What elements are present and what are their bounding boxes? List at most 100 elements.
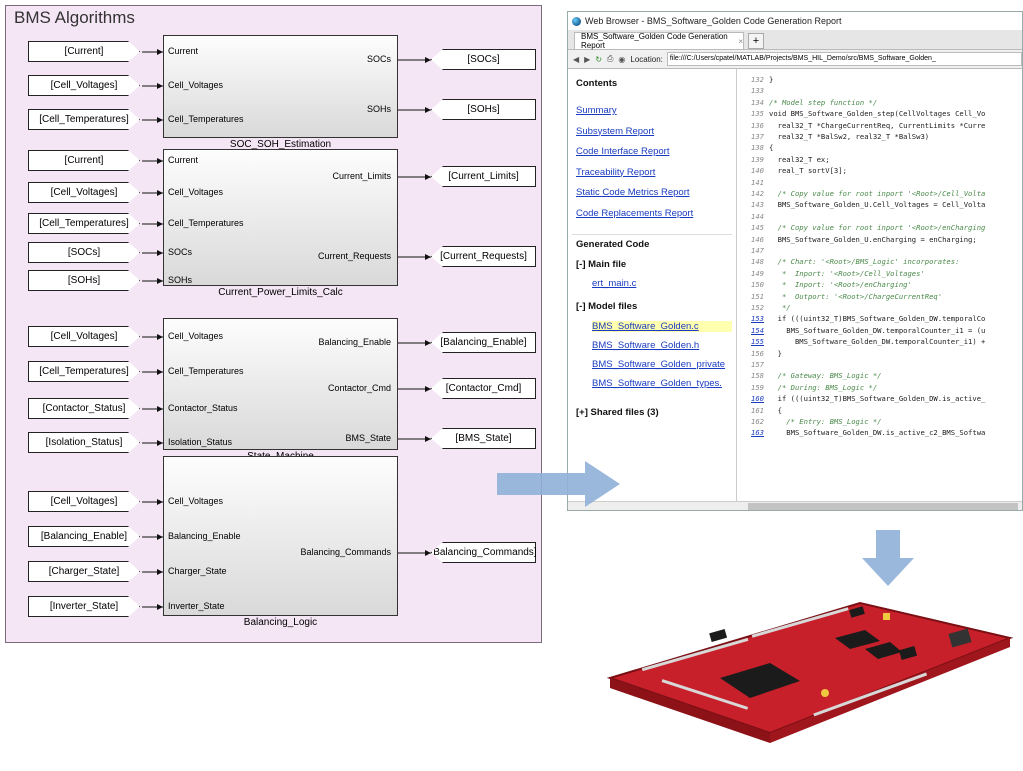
location-input[interactable]: file:///C:/Users/cpatel/MATLAB/Projects/… xyxy=(666,52,1022,66)
goto-from-tag[interactable]: [Cell_Temperatures] xyxy=(28,361,140,382)
arrowhead xyxy=(157,49,163,55)
input-port-label: Contactor_Status xyxy=(168,403,238,413)
line-number: 136 xyxy=(751,120,764,130)
tab-report[interactable]: BMS_Software_Golden Code Generation Repo… xyxy=(574,32,744,50)
line-number: 146 xyxy=(751,234,764,244)
arrowhead xyxy=(157,117,163,123)
goto-from-tag[interactable]: [Cell_Voltages] xyxy=(28,491,140,512)
arrowhead xyxy=(425,436,431,442)
block-name: Balancing_Logic xyxy=(243,617,318,628)
main-file-label[interactable]: [-] Main file xyxy=(576,259,627,270)
code-line: 163 BMS_Software_Golden_DW.is_active_c2_… xyxy=(738,428,985,439)
report-link[interactable]: Code Replacements Report xyxy=(576,207,694,219)
model-file-link[interactable]: BMS_Software_Golden.h xyxy=(592,340,700,351)
goto-from-tag[interactable]: [Inverter_State] xyxy=(28,596,140,617)
print-icon[interactable]: ⎙ xyxy=(607,54,614,63)
goto-tag[interactable]: [BMS_State] xyxy=(431,428,536,449)
line-number[interactable]: 160 xyxy=(751,394,764,404)
line-number[interactable]: 154 xyxy=(751,325,764,335)
goto-from-tag[interactable]: [SOHs] xyxy=(28,270,140,291)
line-number: 150 xyxy=(751,280,764,290)
line-number[interactable]: 163 xyxy=(751,428,764,438)
input-port-label: Inverter_State xyxy=(168,601,225,611)
line-number: 135 xyxy=(751,109,764,119)
goto-from-tag[interactable]: [Contactor_Status] xyxy=(28,398,140,419)
model-file-link[interactable]: BMS_Software_Golden_types. xyxy=(592,378,722,389)
input-port-label: Balancing_Enable xyxy=(168,531,241,541)
forward-icon[interactable]: ▶ xyxy=(584,54,591,64)
output-port-label: Balancing_Enable xyxy=(318,337,391,347)
code-line: 132} xyxy=(738,75,773,86)
subsystem-block[interactable] xyxy=(163,456,398,616)
report-link[interactable]: Subsystem Report xyxy=(576,125,655,137)
code-line: 150 * Inport: '<Root>/enCharging' xyxy=(738,280,912,291)
line-number: 158 xyxy=(751,371,764,381)
scrollbar-thumb[interactable] xyxy=(748,503,1018,510)
arrowhead xyxy=(157,83,163,89)
goto-tag[interactable]: [Balancing_Commands] xyxy=(431,542,536,563)
horizontal-scrollbar[interactable] xyxy=(568,501,1022,510)
close-icon[interactable]: × xyxy=(738,36,743,46)
goto-from-tag[interactable]: [Cell_Voltages] xyxy=(28,75,140,96)
report-link[interactable]: Summary xyxy=(576,105,617,116)
input-port-label: Cell_Voltages xyxy=(168,496,224,506)
code-line: 154 BMS_Software_Golden_DW.temporalCount… xyxy=(738,326,985,337)
line-number: 157 xyxy=(751,360,764,369)
model-file-link[interactable]: BMS_Software_Golden_private xyxy=(592,359,726,370)
goto-from-tag[interactable]: [Cell_Voltages] xyxy=(28,182,140,203)
line-number[interactable]: 153 xyxy=(751,314,764,324)
goto-from-tag[interactable]: [SOCs] xyxy=(28,242,140,263)
model-file-link[interactable]: BMS_Software_Golden.c xyxy=(592,321,732,332)
signal-wires xyxy=(142,49,431,610)
output-port-label: SOHs xyxy=(366,104,391,114)
code-text: { xyxy=(769,143,774,153)
goto-from-tag[interactable]: [Cell_Temperatures] xyxy=(28,109,140,130)
code-line: 152 */ xyxy=(738,303,791,314)
location-label: Location: xyxy=(630,54,663,64)
refresh-icon[interactable]: ↻ xyxy=(595,54,603,64)
find-icon[interactable]: ◉ xyxy=(618,54,626,64)
goto-from-tag[interactable]: [Charger_State] xyxy=(28,561,140,582)
subsystem-block[interactable] xyxy=(163,318,398,450)
new-tab-button[interactable]: + xyxy=(748,33,764,49)
subsystem-block[interactable] xyxy=(163,149,398,286)
shared-files-label[interactable]: [+] Shared files (3) xyxy=(576,407,659,418)
block-name: SOC_SOH_Estimation xyxy=(229,139,332,150)
line-number: 147 xyxy=(751,246,764,255)
line-number: 144 xyxy=(751,211,764,221)
model-files-label[interactable]: [-] Model files xyxy=(576,301,638,312)
goto-from-tag[interactable]: [Balancing_Enable] xyxy=(28,526,140,547)
code-text: /* Model step function */ xyxy=(769,97,878,107)
goto-tag[interactable]: [Balancing_Enable] xyxy=(431,332,536,353)
report-link[interactable]: Traceability Report xyxy=(576,166,656,178)
goto-from-tag[interactable]: [Current] xyxy=(28,150,140,171)
line-number: 152 xyxy=(751,303,764,312)
report-link[interactable]: Code Interface Report xyxy=(576,146,670,157)
line-number: 137 xyxy=(751,132,764,141)
main-file-link[interactable]: ert_main.c xyxy=(592,278,637,289)
code-line: 153 if (((uint32_T)BMS_Software_Golden_D… xyxy=(738,314,985,325)
subsystem-block[interactable] xyxy=(163,35,398,138)
goto-from-tag[interactable]: [Current] xyxy=(28,41,140,62)
output-port-label: SOCs xyxy=(366,54,391,64)
code-text: real32_T *ChargeCurrentReq, CurrentLimit… xyxy=(769,120,986,130)
line-number[interactable]: 155 xyxy=(751,337,764,347)
goto-tag[interactable]: [SOHs] xyxy=(431,99,536,120)
report-link[interactable]: Static Code Metrics Report xyxy=(576,187,690,198)
code-text: /* Copy value for root inport '<Root>/Ce… xyxy=(769,189,986,198)
goto-from-tag[interactable]: [Cell_Temperatures] xyxy=(28,213,140,234)
goto-from-tag[interactable]: [Cell_Voltages] xyxy=(28,326,140,347)
code-line: 136 real32_T *ChargeCurrentReq, CurrentL… xyxy=(738,121,985,132)
goto-tag[interactable]: [Current_Limits] xyxy=(431,166,536,187)
goto-tag[interactable]: [Contactor_Cmd] xyxy=(431,378,536,399)
code-text: /* Chart: '<Root>/BMS_Logic' incorporate… xyxy=(769,257,960,267)
goto-tag[interactable]: [Current_Requests] xyxy=(431,246,536,267)
goto-tag[interactable]: [SOCs] xyxy=(431,49,536,70)
input-port-label: SOCs xyxy=(168,247,193,257)
arrowhead xyxy=(157,190,163,196)
back-icon[interactable]: ◀ xyxy=(573,54,580,64)
goto-from-tag[interactable]: [Isolation_Status] xyxy=(28,432,140,453)
